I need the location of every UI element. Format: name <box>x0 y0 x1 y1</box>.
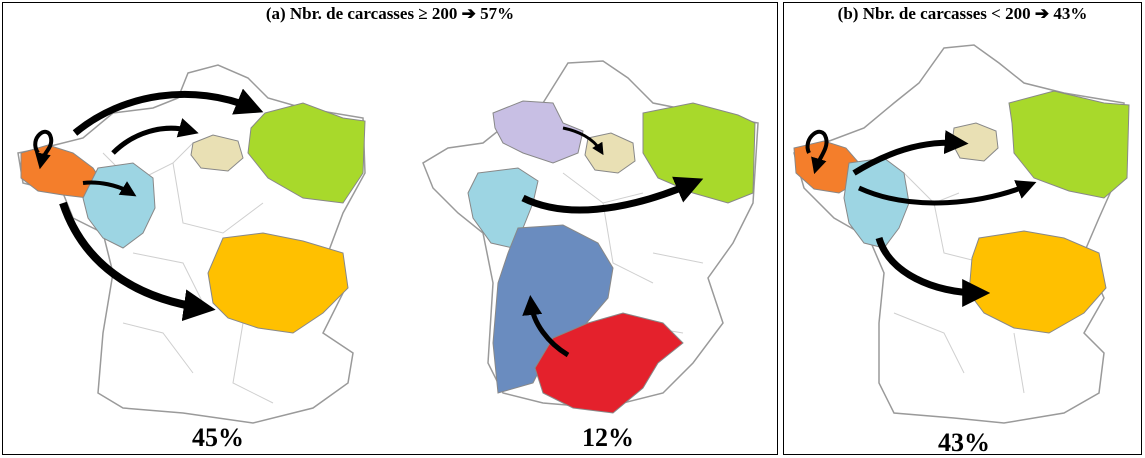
flow-arrow <box>111 118 199 155</box>
region-grand-est <box>642 102 756 204</box>
map-b <box>793 44 1130 424</box>
flow-arrow <box>72 88 264 136</box>
flow-arrow <box>522 295 570 358</box>
flow-arrow <box>82 180 137 197</box>
region-grand-est <box>247 102 366 204</box>
region-borders <box>102 142 274 404</box>
panel-b-title: (b) Nbr. de carcasses < 200 ➔ 43% <box>837 4 1088 23</box>
self-loop-arrow <box>33 129 54 170</box>
flow-arrow <box>521 176 704 214</box>
region-occitanie <box>534 312 684 414</box>
map-a2-percentage: 12% <box>582 423 634 452</box>
region-ile-de-france <box>190 134 244 172</box>
region-borders <box>562 172 704 334</box>
region-pays-de-la-loire <box>843 157 910 249</box>
self-loop-arrow <box>805 129 829 175</box>
region-grand-est <box>1008 90 1130 199</box>
map-a1 <box>17 64 366 424</box>
flow-arrow <box>852 130 969 176</box>
flow-arrow <box>562 126 604 156</box>
flow-arrow <box>59 201 216 322</box>
map-a2 <box>422 60 759 414</box>
map-b-percentage: 43% <box>938 428 990 457</box>
panel-b: (b) Nbr. de carcasses < 200 ➔ 43% 43% <box>783 2 1142 457</box>
region-normandie <box>492 100 584 164</box>
panel-a-title: (a) Nbr. de carcasses ≥ 200 ➔ 57% <box>265 4 515 23</box>
map-a1-percentage: 45% <box>192 423 244 452</box>
panel-a: (a) Nbr. de carcasses ≥ 200 ➔ 57% 45% <box>2 2 778 455</box>
flow-arrow <box>857 180 1037 206</box>
flow-arrow <box>875 236 991 307</box>
